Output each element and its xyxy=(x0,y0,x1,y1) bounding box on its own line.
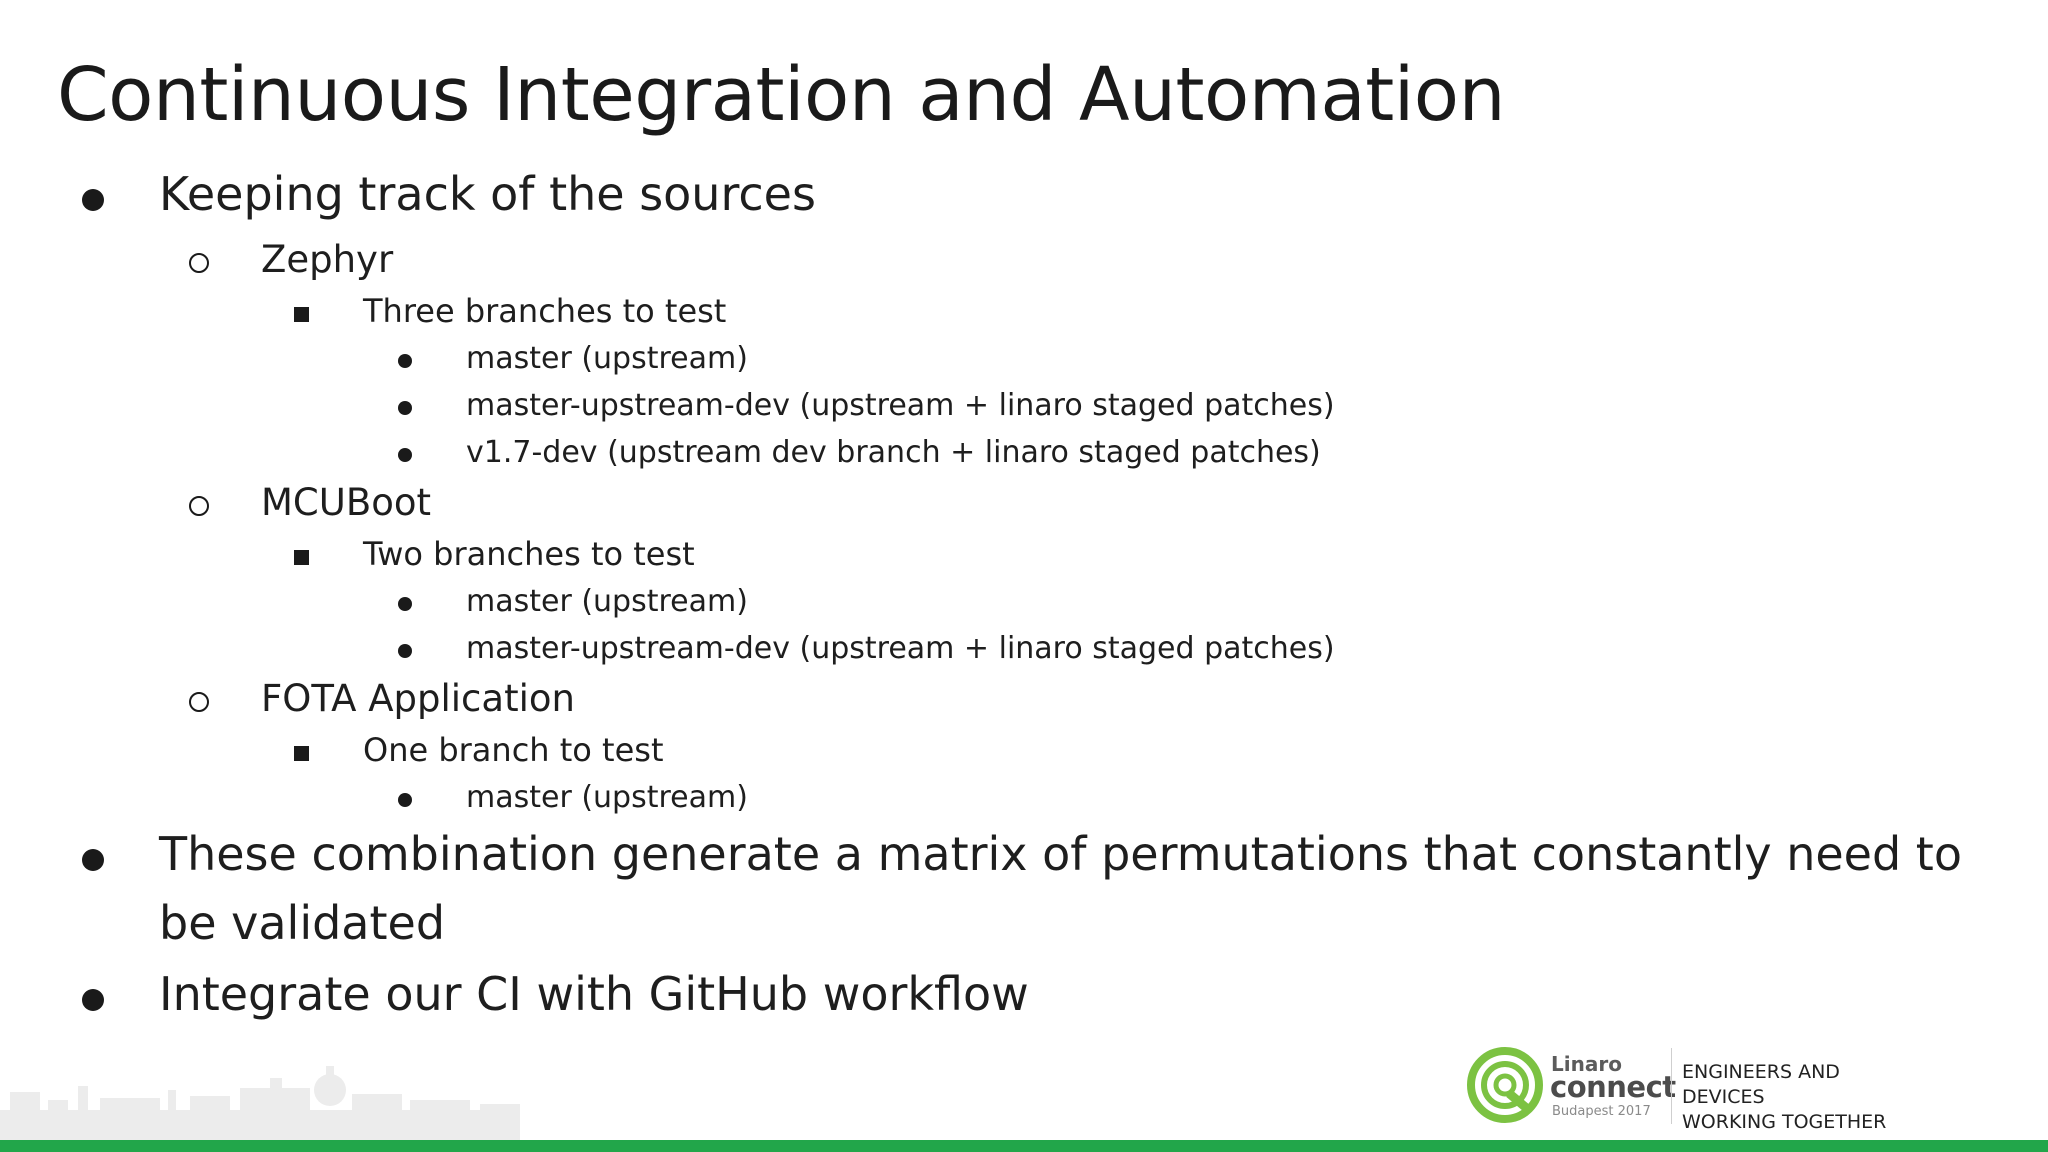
bullet-mcuboot-master-dev: master-upstream-dev (upstream + linaro s… xyxy=(466,631,1335,666)
bullet-ring-icon xyxy=(189,253,209,273)
bullet-fota: FOTA Application xyxy=(261,677,575,720)
bullet-square-icon xyxy=(294,307,309,322)
logo-event: Budapest 2017 xyxy=(1552,1104,1651,1119)
bullet-mcuboot: MCUBoot xyxy=(261,481,432,524)
bullet-matrix-line2: be validated xyxy=(159,896,446,950)
bullet-dot-icon xyxy=(398,644,412,658)
bottom-accent-bar xyxy=(0,1140,2048,1152)
bullet-dot-icon xyxy=(82,189,104,211)
bullet-zephyr-master: master (upstream) xyxy=(466,341,748,376)
linaro-connect-logo: Linaro connect Budapest 2017 ENGINEERS A… xyxy=(1466,1044,1926,1133)
bullet-github: Integrate our CI with GitHub workflow xyxy=(159,967,1029,1021)
bullet-dot-icon xyxy=(398,448,412,462)
logo-divider xyxy=(1671,1048,1672,1124)
bullet-dot-icon xyxy=(398,793,412,807)
bullet-zephyr-master-dev: master-upstream-dev (upstream + linaro s… xyxy=(466,388,1335,423)
bullet-ring-icon xyxy=(189,496,209,516)
bullet-dot-icon xyxy=(82,849,104,871)
bullet-mcuboot-master: master (upstream) xyxy=(466,584,748,619)
bullet-dot-icon xyxy=(398,597,412,611)
bullet-dot-icon xyxy=(82,989,104,1011)
tagline-line-1: ENGINEERS AND DEVICES xyxy=(1682,1061,1840,1108)
bullet-square-icon xyxy=(294,550,309,565)
bullet-sources: Keeping track of the sources xyxy=(159,167,816,221)
linaro-connect-logo-icon xyxy=(1467,1047,1543,1123)
bullet-dot-icon xyxy=(398,401,412,415)
bullet-matrix-line1: These combination generate a matrix of p… xyxy=(159,827,1962,881)
bullet-fota-master: master (upstream) xyxy=(466,780,748,815)
bullet-mcuboot-branches: Two branches to test xyxy=(363,535,695,573)
slide-title: Continuous Integration and Automation xyxy=(57,52,1506,138)
footer-tagline: ENGINEERS AND DEVICES WORKING TOGETHER xyxy=(1682,1060,1926,1135)
bullet-dot-icon xyxy=(398,354,412,368)
logo-brand-name: Linaro xyxy=(1551,1052,1622,1076)
bullet-zephyr: Zephyr xyxy=(261,238,394,281)
bullet-zephyr-branches: Three branches to test xyxy=(363,292,727,330)
bullet-zephyr-v17: v1.7-dev (upstream dev branch + linaro s… xyxy=(466,435,1321,470)
bullet-square-icon xyxy=(294,746,309,761)
logo-brand-word: connect xyxy=(1550,1070,1676,1104)
bullet-ring-icon xyxy=(189,692,209,712)
bullet-fota-branches: One branch to test xyxy=(363,731,664,769)
budapest-skyline-icon xyxy=(0,1066,520,1140)
tagline-line-2: WORKING TOGETHER xyxy=(1682,1111,1887,1133)
